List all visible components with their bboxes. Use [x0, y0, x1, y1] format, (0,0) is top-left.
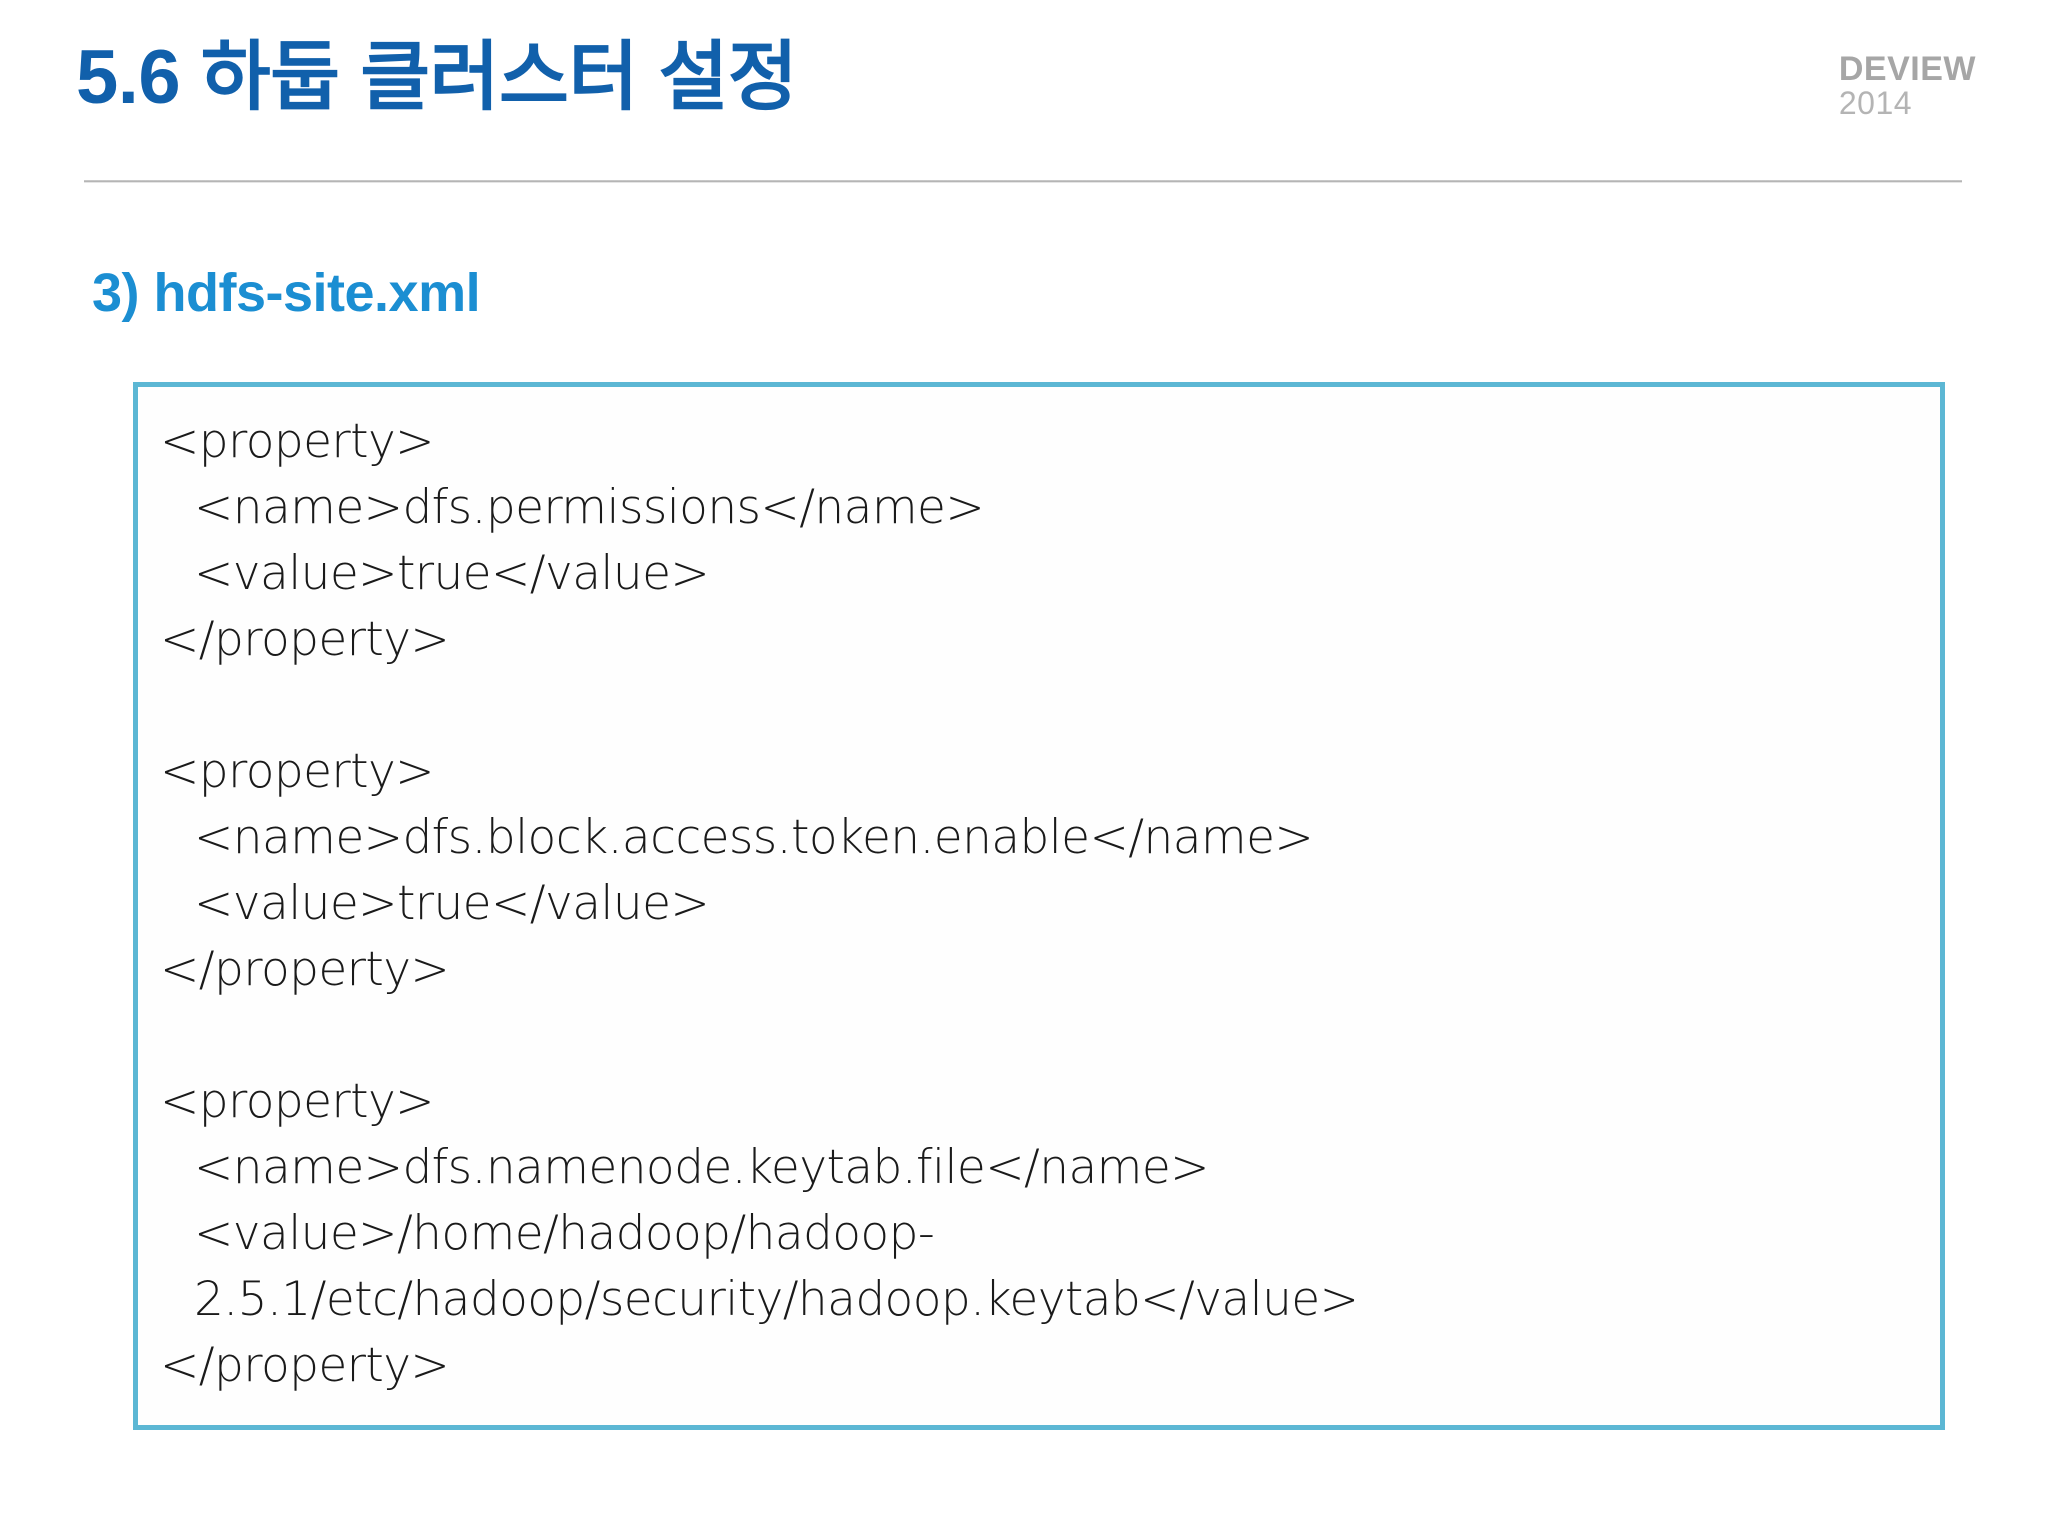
code-line: <value>true</value> [194, 876, 710, 931]
code-line: <value>/home/hadoop/hadoop-2.5.1/etc/had… [194, 1206, 1359, 1327]
brand-name: DEVIEW [1838, 50, 1976, 88]
code-line: <value>true</value> [194, 546, 710, 601]
code-line: <name>dfs.block.access.token.enable</nam… [194, 810, 1314, 865]
code-line-blank [160, 673, 1914, 739]
code-line: <name>dfs.namenode.keytab.file</name> [194, 1140, 1210, 1195]
code-line: <property> [160, 1074, 435, 1129]
code-line: </property> [160, 612, 450, 667]
code-block-text: <property> <name>dfs.permissions</name> <v… [138, 387, 1940, 1409]
deview-logo: DEVIEW 2014 [1839, 52, 1976, 119]
code-line: </property> [160, 942, 450, 997]
code-line: </property> [160, 1338, 450, 1393]
code-line: <property> [160, 744, 435, 799]
code-block-container: <property> <name>dfs.permissions</name> <v… [133, 382, 1945, 1430]
section-heading: 3) hdfs-site.xml [92, 263, 481, 323]
header-divider [84, 180, 1962, 183]
code-line-blank [160, 1003, 1914, 1069]
brand-year: 2014 [1838, 85, 1913, 121]
code-line: <name>dfs.permissions</name> [194, 480, 985, 535]
page-title: 5.6 하둡 클러스터 설정 [76, 35, 798, 120]
code-line: <property> [160, 414, 435, 469]
